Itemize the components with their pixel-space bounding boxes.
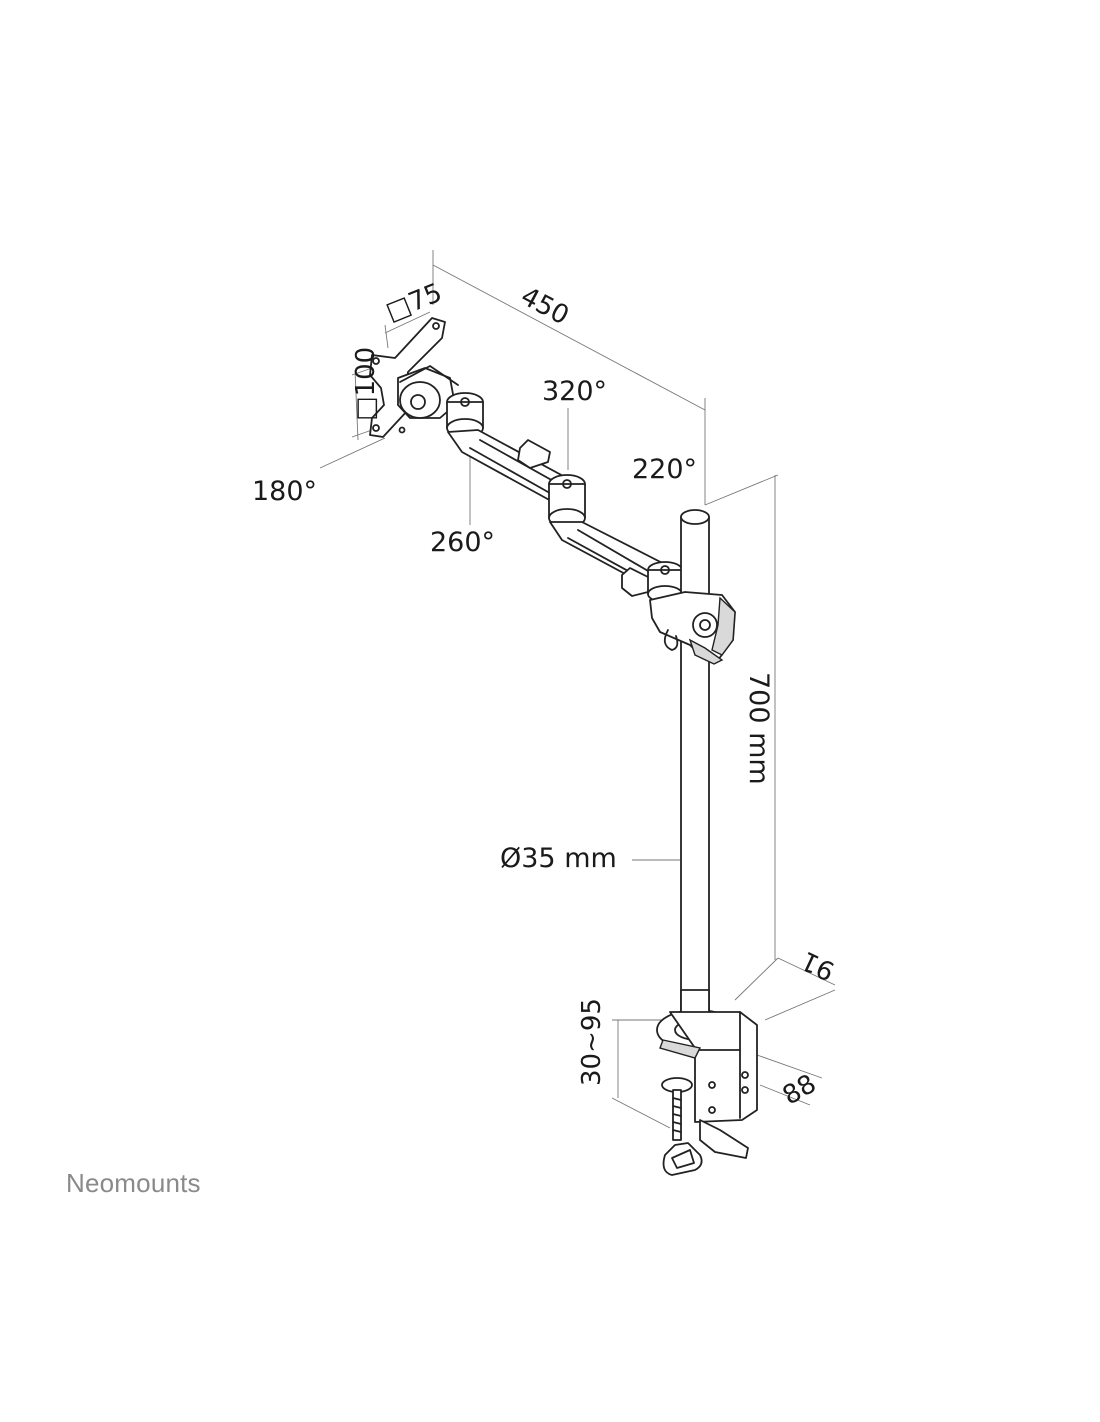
arm-segment-inner [446, 392, 579, 503]
label-reach: 450 [516, 281, 574, 331]
label-clamp-depth: 91 [797, 945, 840, 986]
dimension-lines [319, 250, 836, 1129]
dimension-labels: □75 □100 450 320° 220° 180° 260° 700 mm … [252, 278, 840, 1112]
label-rotation-180: 180° [252, 476, 317, 507]
brand-logo: Neomounts [66, 1168, 201, 1198]
arm-segment-outer [549, 521, 683, 603]
label-pole-height: 700 mm [743, 672, 774, 785]
pole [680, 509, 710, 1038]
arm-joint-middle [548, 474, 586, 528]
label-pole-diameter: Ø35 mm [500, 843, 617, 874]
label-rotation-220: 220° [632, 454, 697, 485]
label-rotation-260: 260° [430, 527, 495, 558]
label-vesa-100: □100 [351, 347, 381, 421]
tilt-head [397, 365, 459, 419]
desk-clamp [656, 989, 758, 1176]
label-rotation-320: 320° [542, 376, 607, 407]
label-desk-thickness: 30~95 [577, 998, 607, 1086]
pole-collar [649, 591, 736, 665]
